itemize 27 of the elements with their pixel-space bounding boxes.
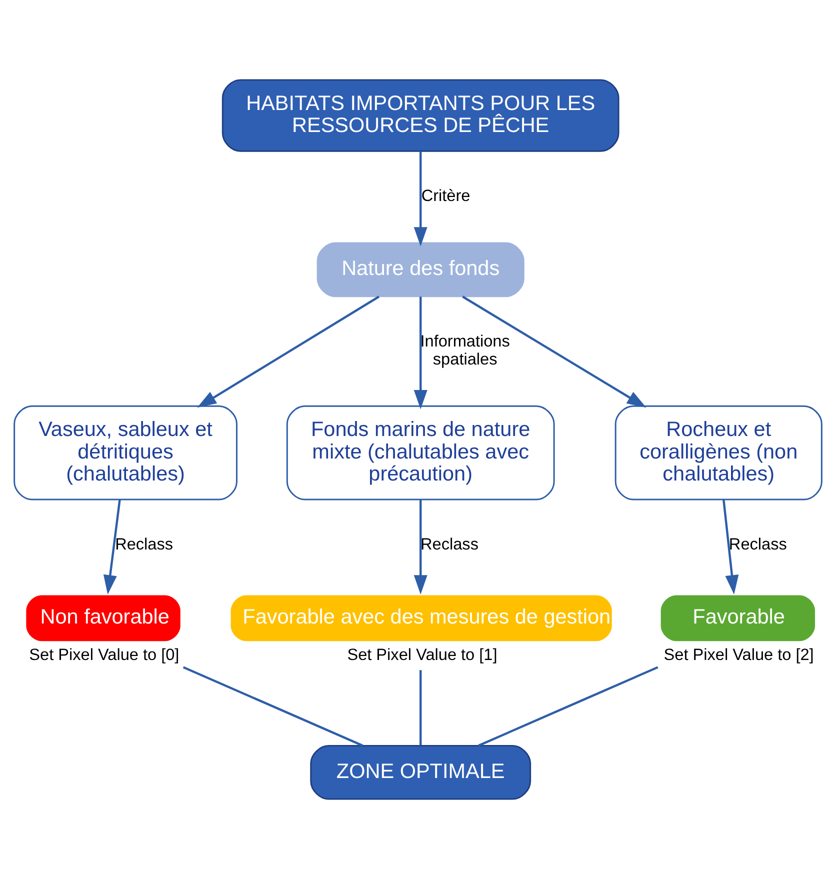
connector [182, 666, 364, 747]
node-box: Rocheux et coralligènes (non chalutables) [614, 405, 822, 500]
node-box: HABITATS IMPORTANTS POUR LES RESSOURCES DE PÊCHE [222, 79, 620, 152]
arrow [414, 500, 428, 594]
node-box: Favorable [660, 595, 815, 642]
arrow [722, 500, 739, 594]
edge-label: Reclass [420, 536, 478, 554]
edge-label: Reclass [728, 536, 787, 554]
arrow [414, 151, 428, 246]
connector [419, 670, 422, 746]
node-box: Favorable avec des mesures de gestion [230, 595, 612, 642]
arrow [103, 500, 121, 594]
node-label: Set Pixel Value to [2] [664, 646, 814, 664]
node-label: Set Pixel Value to [0] [29, 646, 180, 664]
node-box: Vaseux, sableux et détritiques (chalutables) [14, 405, 238, 500]
arrow [414, 296, 428, 410]
node-label: Set Pixel Value to [1] [347, 646, 498, 664]
node-box: Non favorable [26, 595, 180, 642]
connector [478, 666, 658, 747]
node-box: ZONE OPTIMALE [310, 744, 532, 800]
node-box: Nature des fonds [316, 242, 524, 298]
edge-label: Reclass [115, 536, 174, 554]
edge-label: Informations spatiales [420, 332, 510, 368]
node-box: Fonds marins de nature mixte (chalutables avec précaution) [286, 405, 555, 500]
arrow [197, 296, 380, 408]
arrow [462, 296, 646, 408]
edge-label: Critère [421, 187, 470, 206]
